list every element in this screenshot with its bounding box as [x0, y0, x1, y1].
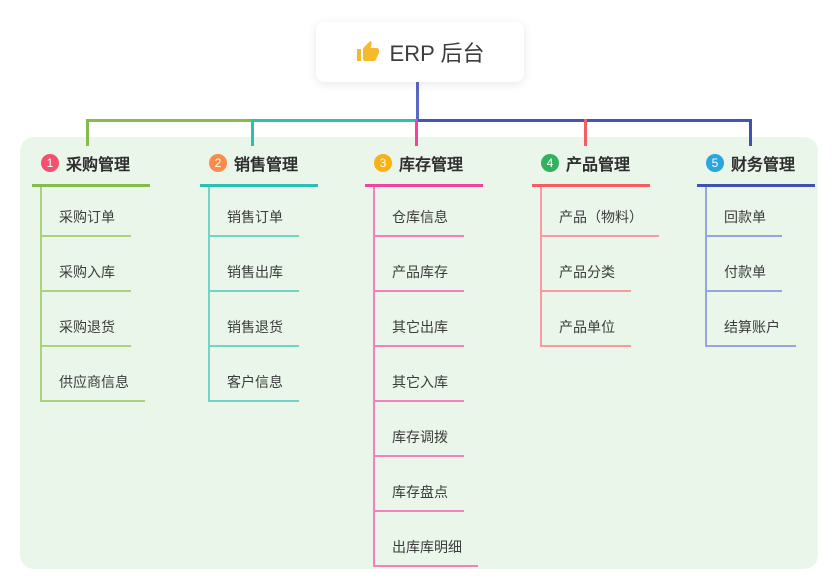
mindmap-leaf-node[interactable]: 销售订单	[210, 187, 318, 237]
mindmap-leaf-node[interactable]: 采购退货	[42, 292, 150, 347]
leaf-node-label: 库存盘点	[375, 482, 464, 512]
leaf-node-label: 仓库信息	[375, 207, 464, 237]
mindmap-leaf-node[interactable]: 回款单	[707, 187, 815, 237]
branch-header-inventory[interactable]: 3 库存管理	[365, 145, 483, 187]
mindmap-leaf-node[interactable]: 结算账户	[707, 292, 815, 347]
root-node-label: ERP 后台	[389, 41, 485, 66]
leaf-node-label: 销售订单	[210, 207, 299, 237]
mindmap-leaf-node[interactable]: 销售退货	[210, 292, 318, 347]
mindmap-leaf-node[interactable]: 销售出库	[210, 237, 318, 292]
leaf-node-label: 产品分类	[542, 262, 631, 292]
branch-drop-line-3	[415, 119, 418, 146]
branch-drop-line-2	[251, 119, 254, 146]
mindmap-leaf-node[interactable]: 客户信息	[210, 347, 318, 402]
leaf-node-label: 付款单	[707, 262, 782, 292]
branch-product: 4 产品管理 产品（物料） 产品分类产品单位	[532, 145, 659, 347]
mindmap-leaf-node[interactable]: 其它出库	[375, 292, 483, 347]
branch-number-badge: 4	[541, 154, 559, 172]
connector-horizontal-middle	[252, 119, 417, 122]
leaf-node-label: 销售出库	[210, 262, 299, 292]
connector-horizontal-left	[86, 119, 252, 122]
mindmap-leaf-node[interactable]: 产品单位	[542, 292, 659, 347]
branch-title: 财务管理	[731, 157, 796, 174]
branch-title: 采购管理	[66, 157, 131, 174]
leaf-node-label: 回款单	[707, 207, 782, 237]
branch-drop-line-4	[584, 119, 587, 146]
branch-items-purchase: 采购订单采购入库采购退货供应商信息	[40, 187, 150, 402]
leaf-node-label: 产品库存	[375, 262, 464, 292]
branch-number-badge: 2	[209, 154, 227, 172]
mindmap-leaf-node[interactable]: 供应商信息	[42, 347, 150, 402]
mindmap-leaf-node[interactable]: 产品库存	[375, 237, 483, 292]
leaf-node-label: 其它入库	[375, 372, 464, 402]
branch-number-badge: 1	[41, 154, 59, 172]
branch-title: 产品管理	[566, 157, 631, 174]
branch-inventory: 3 库存管理 仓库信息产品库存其它出库其它入库库存调拨库存盘点出库库明细	[365, 145, 483, 567]
branch-header-product[interactable]: 4 产品管理	[532, 145, 650, 187]
leaf-node-label: 客户信息	[210, 372, 299, 402]
root-node-erp[interactable]: ERP 后台	[316, 22, 524, 82]
mindmap-leaf-node[interactable]: 出库库明细	[375, 512, 483, 567]
mindmap-leaf-node[interactable]: 库存盘点	[375, 457, 483, 512]
leaf-node-label: 采购退货	[42, 317, 131, 347]
branch-drop-line-1	[86, 119, 89, 146]
root-connector-line	[416, 82, 419, 119]
branch-sales: 2 销售管理 销售订单销售出库销售退货客户信息	[200, 145, 318, 402]
branch-items-inventory: 仓库信息产品库存其它出库其它入库库存调拨库存盘点出库库明细	[373, 187, 483, 567]
branch-finance: 5 财务管理 回款单付款单结算账户	[697, 145, 815, 347]
mindmap-canvas-panel	[20, 137, 818, 569]
mindmap-leaf-node[interactable]: 库存调拨	[375, 402, 483, 457]
branch-header-finance[interactable]: 5 财务管理	[697, 145, 815, 187]
branch-drop-line-5	[749, 119, 752, 146]
leaf-node-label: 销售退货	[210, 317, 299, 347]
branch-header-purchase[interactable]: 1 采购管理	[32, 145, 150, 187]
mindmap-leaf-node[interactable]: 采购订单	[42, 187, 150, 237]
mindmap-leaf-node[interactable]: 付款单	[707, 237, 815, 292]
branch-title: 销售管理	[234, 157, 299, 174]
mindmap-leaf-node[interactable]: 产品分类	[542, 237, 659, 292]
branch-number-badge: 3	[374, 154, 392, 172]
leaf-node-label: 其它出库	[375, 317, 464, 347]
leaf-node-label: 库存调拨	[375, 427, 464, 457]
mindmap-leaf-node[interactable]: 产品（物料）	[542, 187, 659, 237]
mindmap-leaf-node[interactable]: 其它入库	[375, 347, 483, 402]
branch-number-badge: 5	[706, 154, 724, 172]
branch-header-sales[interactable]: 2 销售管理	[200, 145, 318, 187]
leaf-node-label: 产品单位	[542, 317, 631, 347]
mindmap-leaf-node[interactable]: 仓库信息	[375, 187, 483, 237]
branch-purchase: 1 采购管理 采购订单采购入库采购退货供应商信息	[32, 145, 150, 402]
leaf-node-label: 采购入库	[42, 262, 131, 292]
branch-items-finance: 回款单付款单结算账户	[705, 187, 815, 347]
leaf-node-label: 产品（物料）	[542, 207, 659, 237]
leaf-node-label: 采购订单	[42, 207, 131, 237]
thumbs-up-icon	[356, 41, 379, 61]
leaf-node-label: 结算账户	[707, 317, 796, 347]
branch-title: 库存管理	[399, 157, 464, 174]
mindmap-leaf-node[interactable]: 采购入库	[42, 237, 150, 292]
leaf-node-label: 供应商信息	[42, 372, 145, 402]
leaf-node-label: 出库库明细	[375, 537, 478, 567]
branch-items-product: 产品（物料） 产品分类产品单位	[540, 187, 659, 347]
branch-items-sales: 销售订单销售出库销售退货客户信息	[208, 187, 318, 402]
